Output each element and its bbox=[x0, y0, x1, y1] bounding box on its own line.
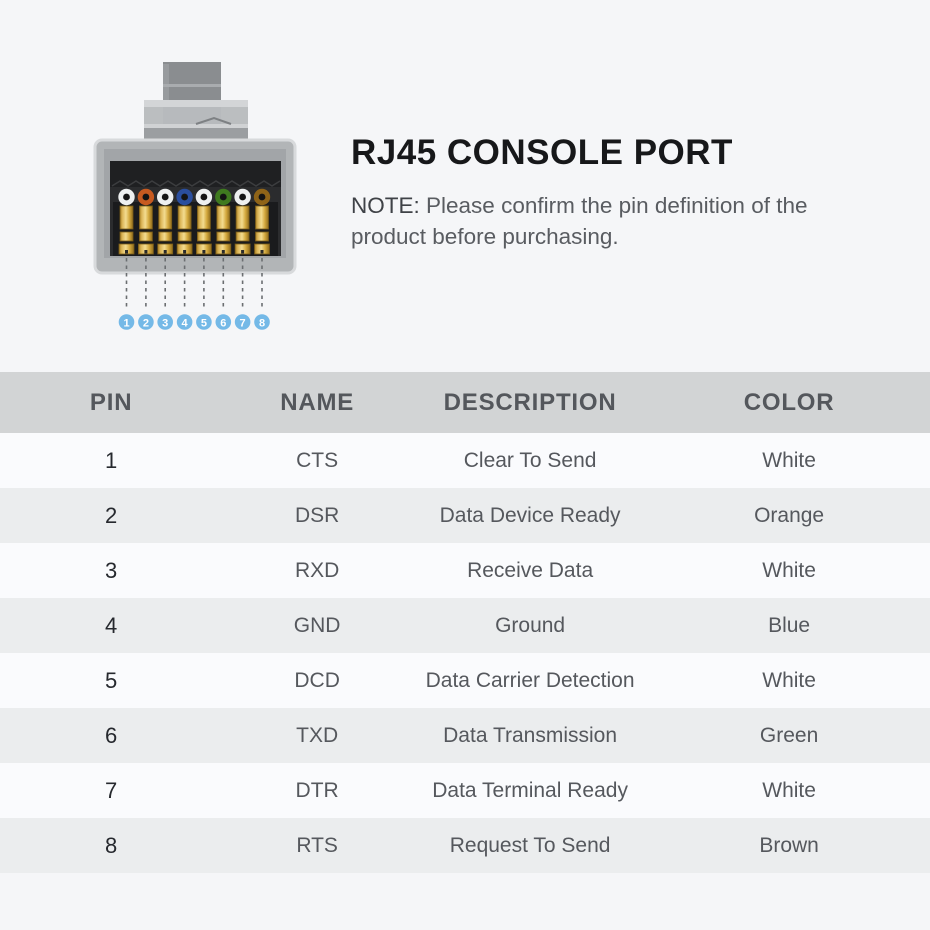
cell-name: DCD bbox=[294, 668, 340, 692]
table-row: 6 TXD Data Transmission Green bbox=[0, 708, 930, 763]
pin-number-badge bbox=[196, 314, 212, 330]
note-text: Please confirm the pin definition of the… bbox=[351, 193, 808, 249]
hero-text-block: RJ45 CONSOLE PORT NOTE: Please confirm t… bbox=[351, 131, 831, 252]
cell-name: TXD bbox=[296, 723, 339, 747]
column-header-pin: PIN bbox=[89, 388, 133, 416]
cell-color: White bbox=[762, 668, 816, 692]
page-title: RJ45 CONSOLE PORT bbox=[351, 133, 733, 172]
cell-description: Data Carrier Detection bbox=[425, 668, 635, 692]
cell-name: CTS bbox=[296, 448, 339, 472]
cell-name: DSR bbox=[294, 503, 340, 527]
cell-color: Blue bbox=[768, 613, 811, 637]
pin-assembly: 6 bbox=[215, 188, 232, 330]
gold-pin bbox=[234, 205, 251, 255]
table-body: 1 CTS Clear To Send White 2 DSR Data Dev… bbox=[0, 433, 930, 873]
cell-description: Data Transmission bbox=[443, 723, 618, 747]
pin-number-label: 4 bbox=[182, 318, 189, 330]
pin-assembly: 5 bbox=[195, 188, 213, 330]
gold-pin bbox=[137, 205, 154, 255]
pin-number-badge bbox=[176, 314, 193, 330]
column-header-color: COLOR bbox=[743, 388, 835, 416]
cell-description: Request To Send bbox=[449, 833, 611, 857]
pin-number-label: 8 bbox=[259, 318, 265, 330]
cell-pin: 7 bbox=[105, 777, 118, 803]
cell-name: GND bbox=[293, 613, 341, 637]
cell-pin: 4 bbox=[105, 612, 118, 638]
table-row: 2 DSR Data Device Ready Orange bbox=[0, 488, 930, 543]
pin-assembly: 3 bbox=[157, 188, 174, 330]
cell-color: Orange bbox=[754, 503, 825, 527]
table-row: 1 CTS Clear To Send White bbox=[0, 433, 930, 488]
pin-assembly: 1 bbox=[118, 188, 135, 330]
cell-pin: 3 bbox=[105, 557, 118, 583]
gold-pin bbox=[254, 205, 270, 255]
cell-pin: 8 bbox=[105, 832, 118, 858]
cell-color: Brown bbox=[759, 833, 819, 857]
column-header-description: DESCRIPTION bbox=[443, 388, 617, 416]
gold-pin bbox=[195, 205, 212, 255]
pin-number-label: 3 bbox=[162, 318, 168, 330]
pin-number-badge bbox=[254, 314, 270, 330]
cell-name: DTR bbox=[295, 778, 339, 802]
column-header-name: NAME bbox=[280, 388, 355, 416]
pin-number-badge bbox=[138, 314, 154, 330]
cell-description: Data Terminal Ready bbox=[432, 778, 628, 802]
table-header-row: PIN NAME DESCRIPTION COLOR bbox=[0, 372, 930, 433]
pin-number-badge bbox=[157, 314, 173, 330]
cell-description: Receive Data bbox=[467, 558, 594, 582]
pin-assembly: 4 bbox=[176, 188, 193, 330]
cell-pin: 6 bbox=[105, 722, 118, 748]
cell-description: Data Device Ready bbox=[439, 503, 621, 527]
cell-pin: 1 bbox=[105, 447, 118, 473]
table-row: 5 DCD Data Carrier Detection White bbox=[0, 653, 930, 708]
cell-pin: 2 bbox=[105, 502, 118, 528]
hero-section: 1 2 bbox=[0, 0, 930, 372]
cell-name: RTS bbox=[296, 833, 338, 857]
pin-number-badge bbox=[215, 314, 232, 330]
pin-number-label: 7 bbox=[240, 318, 246, 330]
cell-name: RXD bbox=[294, 558, 340, 582]
note-label: NOTE: bbox=[351, 193, 420, 218]
pinout-table: PIN NAME DESCRIPTION COLOR 1 CTS Clear T… bbox=[0, 372, 930, 873]
cell-color: White bbox=[762, 778, 816, 802]
pin-number-label: 1 bbox=[123, 318, 129, 330]
note-paragraph: NOTE: Please confirm the pin definition … bbox=[351, 190, 821, 252]
gold-pin bbox=[215, 205, 232, 255]
cell-color: Green bbox=[759, 723, 819, 747]
pin-number-label: 2 bbox=[143, 318, 149, 330]
table-row: 4 GND Ground Blue bbox=[0, 598, 930, 653]
pin-number-badge bbox=[234, 314, 251, 330]
cell-color: White bbox=[762, 558, 816, 582]
gold-pin bbox=[176, 205, 193, 255]
pin-assembly: 8 bbox=[253, 188, 271, 330]
gold-pin bbox=[157, 205, 174, 255]
cell-description: Ground bbox=[495, 613, 566, 637]
pin-number-label: 5 bbox=[201, 318, 207, 330]
pin-assembly: 7 bbox=[234, 188, 251, 330]
rj45-connector-diagram: 1 2 bbox=[93, 62, 297, 330]
gold-pin bbox=[118, 205, 135, 255]
cell-color: White bbox=[762, 448, 816, 472]
cell-description: Clear To Send bbox=[463, 448, 597, 472]
pin-number-badge bbox=[118, 314, 135, 330]
pin-number-label: 6 bbox=[220, 318, 226, 330]
table-row: 8 RTS Request To Send Brown bbox=[0, 818, 930, 873]
table-row: 7 DTR Data Terminal Ready White bbox=[0, 763, 930, 818]
pin-assembly: 2 bbox=[137, 188, 155, 330]
cell-pin: 5 bbox=[105, 667, 118, 693]
table-row: 3 RXD Receive Data White bbox=[0, 543, 930, 598]
